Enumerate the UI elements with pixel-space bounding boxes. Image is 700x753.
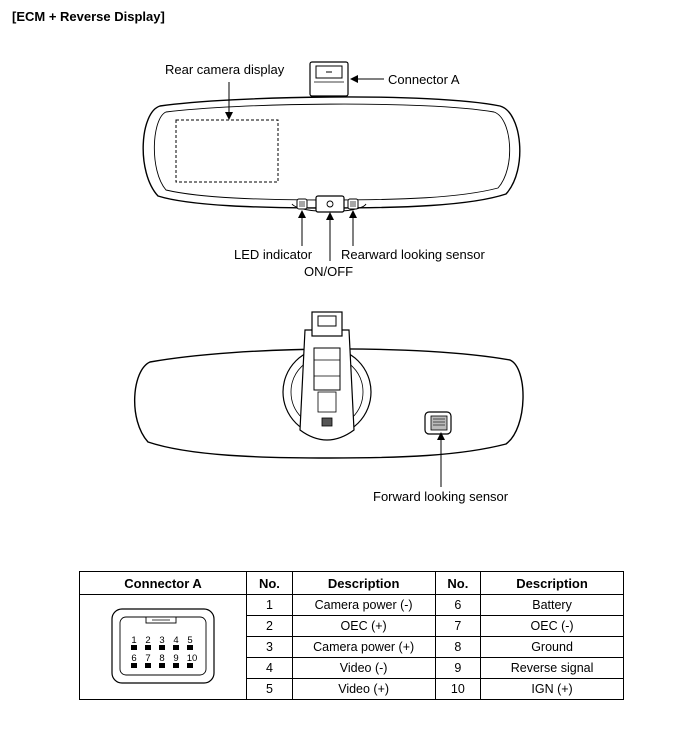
pin-terminal — [173, 662, 180, 668]
pin-no: 3 — [246, 636, 293, 658]
pin-label: 2 — [145, 635, 150, 646]
pin-description: Reverse signal — [480, 657, 624, 679]
pin-terminal — [131, 644, 138, 650]
mirror-body-front — [142, 96, 521, 209]
pin-label: 10 — [187, 653, 198, 664]
table-row: 5 Video (+) 10 IGN (+) — [80, 678, 624, 700]
pin-terminal — [145, 662, 152, 668]
on-off-button — [315, 195, 345, 213]
rear-camera-display-area — [175, 119, 279, 183]
pin-no: 2 — [246, 615, 293, 637]
table-header-row: Connector A No. Description No. Descript… — [78, 571, 624, 595]
table-row: 2 OEC (+) 7 OEC (-) — [80, 615, 624, 637]
header-description: Description — [291, 571, 436, 595]
pin-label: 9 — [173, 653, 178, 664]
pin-no: 1 — [246, 594, 293, 616]
pin-no: 7 — [434, 615, 482, 637]
pin-terminal — [187, 662, 194, 668]
pin-description: Battery — [480, 594, 624, 616]
rearward-sensor-label: Rearward looking sensor — [341, 247, 485, 262]
on-off-label: ON/OFF — [304, 264, 354, 279]
table-row: 4 Video (-) 9 Reverse signal — [80, 657, 624, 679]
header-description: Description — [480, 571, 624, 595]
header-no: No. — [246, 571, 293, 595]
pin-label: 1 — [131, 635, 136, 646]
front-mirror-view — [142, 61, 521, 261]
pin-label: 6 — [131, 653, 136, 664]
pin-no: 9 — [434, 657, 482, 679]
pin-description: Video (+) — [291, 678, 436, 700]
pin-terminal — [131, 662, 138, 668]
pin-label: 3 — [159, 635, 164, 646]
pin-no: 10 — [434, 678, 482, 700]
header-connector: Connector A — [78, 571, 248, 595]
pin-description: OEC (-) — [480, 615, 624, 637]
pin-description: IGN (+) — [480, 678, 624, 700]
top-connector — [309, 61, 349, 97]
connector-pin-table: Connector A No. Description No. Descript… — [78, 571, 624, 700]
pin-no: 5 — [246, 678, 293, 700]
header-no: No. — [434, 571, 482, 595]
table-row: 1 2 3 4 5 6 7 8 9 10 1 — [78, 594, 624, 700]
rear-mirror-view — [134, 311, 524, 487]
pin-no: 4 — [246, 657, 293, 679]
connector-face-diagram: 1 2 3 4 5 6 7 8 9 10 — [111, 607, 215, 684]
pin-description: Camera power (-) — [291, 594, 436, 616]
connector-face-cell: 1 2 3 4 5 6 7 8 9 10 — [78, 594, 248, 700]
led-indicator-label: LED indicator — [234, 247, 313, 262]
rear-camera-display-label: Rear camera display — [165, 62, 285, 77]
table-row: 3 Camera power (+) 8 Ground — [80, 636, 624, 658]
page-title: [ECM + Reverse Display] — [12, 9, 165, 24]
pin-terminal — [159, 662, 166, 668]
pin-label: 7 — [145, 653, 150, 664]
pin-label: 5 — [187, 635, 192, 646]
pin-label: 4 — [173, 635, 178, 646]
pin-terminal — [159, 644, 166, 650]
forward-sensor-label: Forward looking sensor — [373, 489, 509, 504]
connector-a-label: Connector A — [388, 72, 460, 87]
pin-no: 6 — [434, 594, 482, 616]
pin-no: 8 — [434, 636, 482, 658]
pin-terminal — [145, 644, 152, 650]
pin-description: Ground — [480, 636, 624, 658]
pin-terminal — [187, 644, 194, 650]
pin-label: 8 — [159, 653, 164, 664]
pin-terminal — [173, 644, 180, 650]
pin-description: Camera power (+) — [291, 636, 436, 658]
pin-description: Video (-) — [291, 657, 436, 679]
pin-description: OEC (+) — [291, 615, 436, 637]
